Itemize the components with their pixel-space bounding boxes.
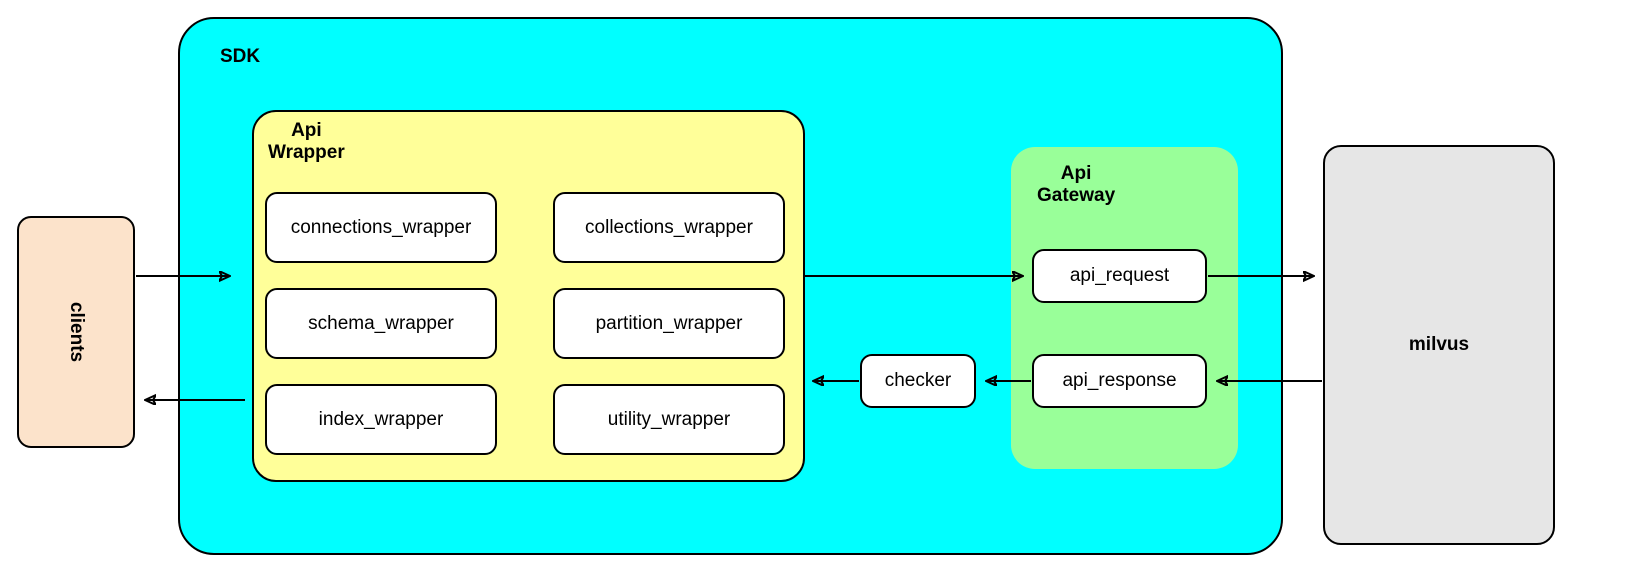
module-collections-wrapper[interactable]: collections_wrapper <box>553 192 785 263</box>
endpoint-api-request[interactable]: api_request <box>1032 249 1207 303</box>
api-gateway-group: Api Gateway <box>1011 147 1238 469</box>
module-index-wrapper[interactable]: index_wrapper <box>265 384 497 455</box>
checker-node[interactable]: checker <box>860 354 976 408</box>
clients-node[interactable]: clients <box>17 216 135 448</box>
module-connections-wrapper[interactable]: connections_wrapper <box>265 192 497 263</box>
module-partition-wrapper[interactable]: partition_wrapper <box>553 288 785 359</box>
api-wrapper-label: Api Wrapper <box>268 120 345 164</box>
sdk-label: SDK <box>220 46 261 67</box>
clients-label: clients <box>65 301 87 363</box>
api-gateway-label: Api Gateway <box>1037 163 1116 207</box>
module-schema-wrapper[interactable]: schema_wrapper <box>265 288 497 359</box>
module-utility-wrapper[interactable]: utility_wrapper <box>553 384 785 455</box>
milvus-node[interactable]: milvus <box>1323 145 1555 545</box>
endpoint-api-response[interactable]: api_response <box>1032 354 1207 408</box>
